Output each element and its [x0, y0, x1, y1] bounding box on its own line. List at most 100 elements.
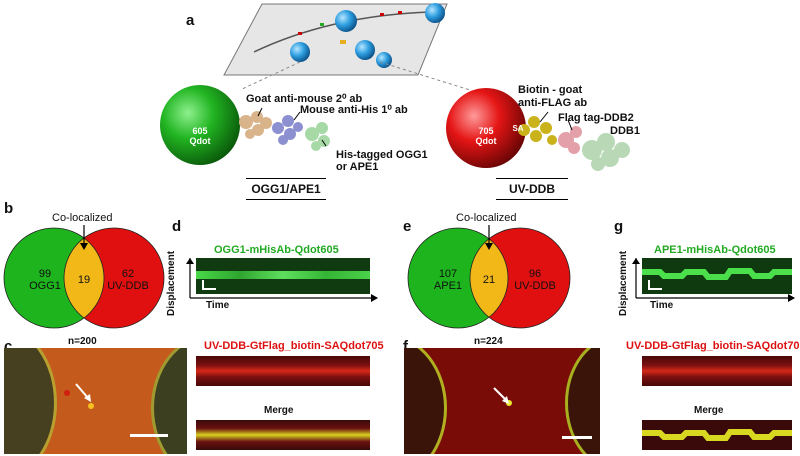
micro-c-arrow	[75, 383, 91, 402]
zoom-line	[239, 61, 301, 91]
biotin-label: Biotin - goat anti-FLAG ab	[518, 84, 587, 110]
kymo-g-axes	[632, 258, 795, 302]
venn-b-left-name: OGG1	[29, 280, 61, 292]
venn-e-overlap	[470, 228, 508, 328]
kymo-g-trace	[642, 268, 792, 280]
qdot-705-sphere	[446, 88, 526, 168]
kymo-c-merge-image	[196, 420, 370, 450]
ddb2-blob	[558, 126, 582, 154]
protein-marker	[340, 40, 346, 44]
flag-tag-label: Flag tag-DDB2	[558, 112, 634, 124]
bead	[355, 40, 375, 60]
kymo-g-title: APE1-mHisAb-Qdot605	[654, 244, 776, 256]
micro-f-left-void	[404, 348, 444, 454]
kymo-d-x-label: Time	[206, 300, 230, 311]
zoom-line	[379, 61, 471, 91]
kymo-g-image	[642, 258, 792, 294]
mouse-antibody-label: Mouse anti-His 1⁰ ab	[300, 104, 408, 116]
kymo-f-merge-trace	[642, 429, 792, 441]
qdot-605-sphere	[160, 85, 240, 165]
micro-c-image	[4, 348, 187, 454]
venn-e-right-name: UV-DDB	[514, 280, 556, 292]
right-qdot-label: 705 Qdot	[462, 126, 510, 146]
dna-lesion-mark	[298, 32, 302, 35]
venn-b-left-text: 99 OGG1	[22, 268, 68, 292]
ddb1-blob	[582, 133, 630, 171]
his-tagged-protein-blob	[305, 122, 330, 151]
his-tagged-line-1: His-tagged OGG1	[336, 149, 428, 161]
flow-cell-plane	[223, 3, 448, 76]
panel-label-b: b	[4, 200, 14, 217]
kymo-c-red-title: UV-DDB-GtFlag_biotin-SAQdot705	[204, 340, 384, 352]
goat-antibody-blob	[239, 111, 272, 139]
bead	[376, 52, 392, 68]
kymo-f-red-title: UV-DDB-GtFlag_biotin-SAQdot705	[626, 340, 800, 352]
dna-tightrope	[253, 11, 433, 53]
panel-a-schematic	[160, 3, 630, 171]
micro-f-arrow	[493, 387, 509, 404]
venn-e-left-count: 107	[438, 268, 458, 280]
venn-e-overlap-count: 21	[482, 274, 496, 286]
venn-e-right-text: 96 UV-DDB	[508, 268, 562, 292]
kymo-c-red-image	[196, 356, 370, 386]
dna-lesion-mark	[320, 23, 324, 26]
venn-b-overlap	[64, 228, 104, 328]
biotin-line-2: anti-FLAG ab	[518, 97, 588, 109]
his-tagged-label: His-tagged OGG1 or APE1	[336, 149, 428, 173]
kymo-c-merge-label: Merge	[264, 405, 294, 416]
kymo-d-axes	[186, 258, 378, 302]
panel-label-a: a	[186, 12, 195, 29]
kymo-d-trace	[196, 271, 370, 279]
scale-bar	[202, 288, 216, 290]
micro-c-colocalized-spot	[88, 403, 94, 409]
panel-label-f: f	[403, 338, 408, 355]
scale-bar	[648, 280, 650, 290]
venn-e-colocalized: Co-localized	[456, 212, 517, 224]
micro-c-left-void	[4, 348, 54, 454]
venn-b-n: n=200	[68, 336, 97, 347]
venn-b-left-count: 99	[38, 268, 52, 280]
panel-label-e: e	[403, 218, 412, 235]
panel-label-g: g	[614, 218, 624, 235]
scale-bar	[202, 280, 204, 290]
ddb1-label: DDB1	[610, 125, 640, 137]
micro-f-colocalized-spot	[506, 400, 512, 406]
venn-e-n: n=224	[474, 336, 503, 347]
venn-b-overlap-count: 19	[77, 274, 91, 286]
venn-b-right-name: UV-DDB	[107, 280, 149, 292]
kymo-d-y-label: Displacement	[166, 250, 177, 316]
bead	[425, 3, 445, 23]
micro-c-scale-bar	[130, 434, 168, 437]
uv-ddb-box: UV-DDB	[496, 178, 568, 200]
kymo-d-title: OGG1-mHisAb-Qdot605	[214, 244, 339, 256]
right-qdot-name: Qdot	[475, 136, 497, 146]
sa-label: SA	[512, 124, 524, 133]
micro-c-right-void	[154, 348, 187, 454]
kymo-d-image	[196, 258, 370, 294]
bead	[335, 10, 357, 32]
biotin-line-1: Biotin - goat	[518, 84, 583, 96]
left-qdot-label: 605 Qdot	[176, 126, 224, 146]
dna-lesion-mark	[380, 13, 384, 16]
panel-label-c: c	[4, 338, 13, 355]
venn-e	[407, 225, 571, 329]
right-qdot-number: 705	[478, 126, 494, 136]
ogg1-ape1-box: OGG1/APE1	[246, 178, 326, 200]
his-tagged-line-2: or APE1	[336, 161, 379, 173]
arrow-flag	[567, 119, 573, 131]
kymo-g-x-label: Time	[650, 300, 674, 311]
kymo-f-merge-image	[642, 420, 792, 450]
goat-antibody-label: Goat anti-mouse 2⁰ ab	[246, 93, 363, 105]
scale-bar	[648, 288, 662, 290]
venn-e-left-name: APE1	[433, 280, 463, 292]
biotin-antibody-blob	[518, 116, 557, 145]
bead	[290, 42, 310, 62]
venn-b-right-count: 62	[121, 268, 135, 280]
left-qdot-name: Qdot	[189, 136, 211, 146]
venn-e-right-count: 96	[528, 268, 542, 280]
venn-b-right-text: 62 UV-DDB	[102, 268, 154, 292]
micro-f-scale-bar	[562, 436, 592, 439]
arrow-his	[321, 139, 327, 147]
mouse-antibody-blob	[272, 115, 303, 145]
panel-label-d: d	[172, 218, 182, 235]
